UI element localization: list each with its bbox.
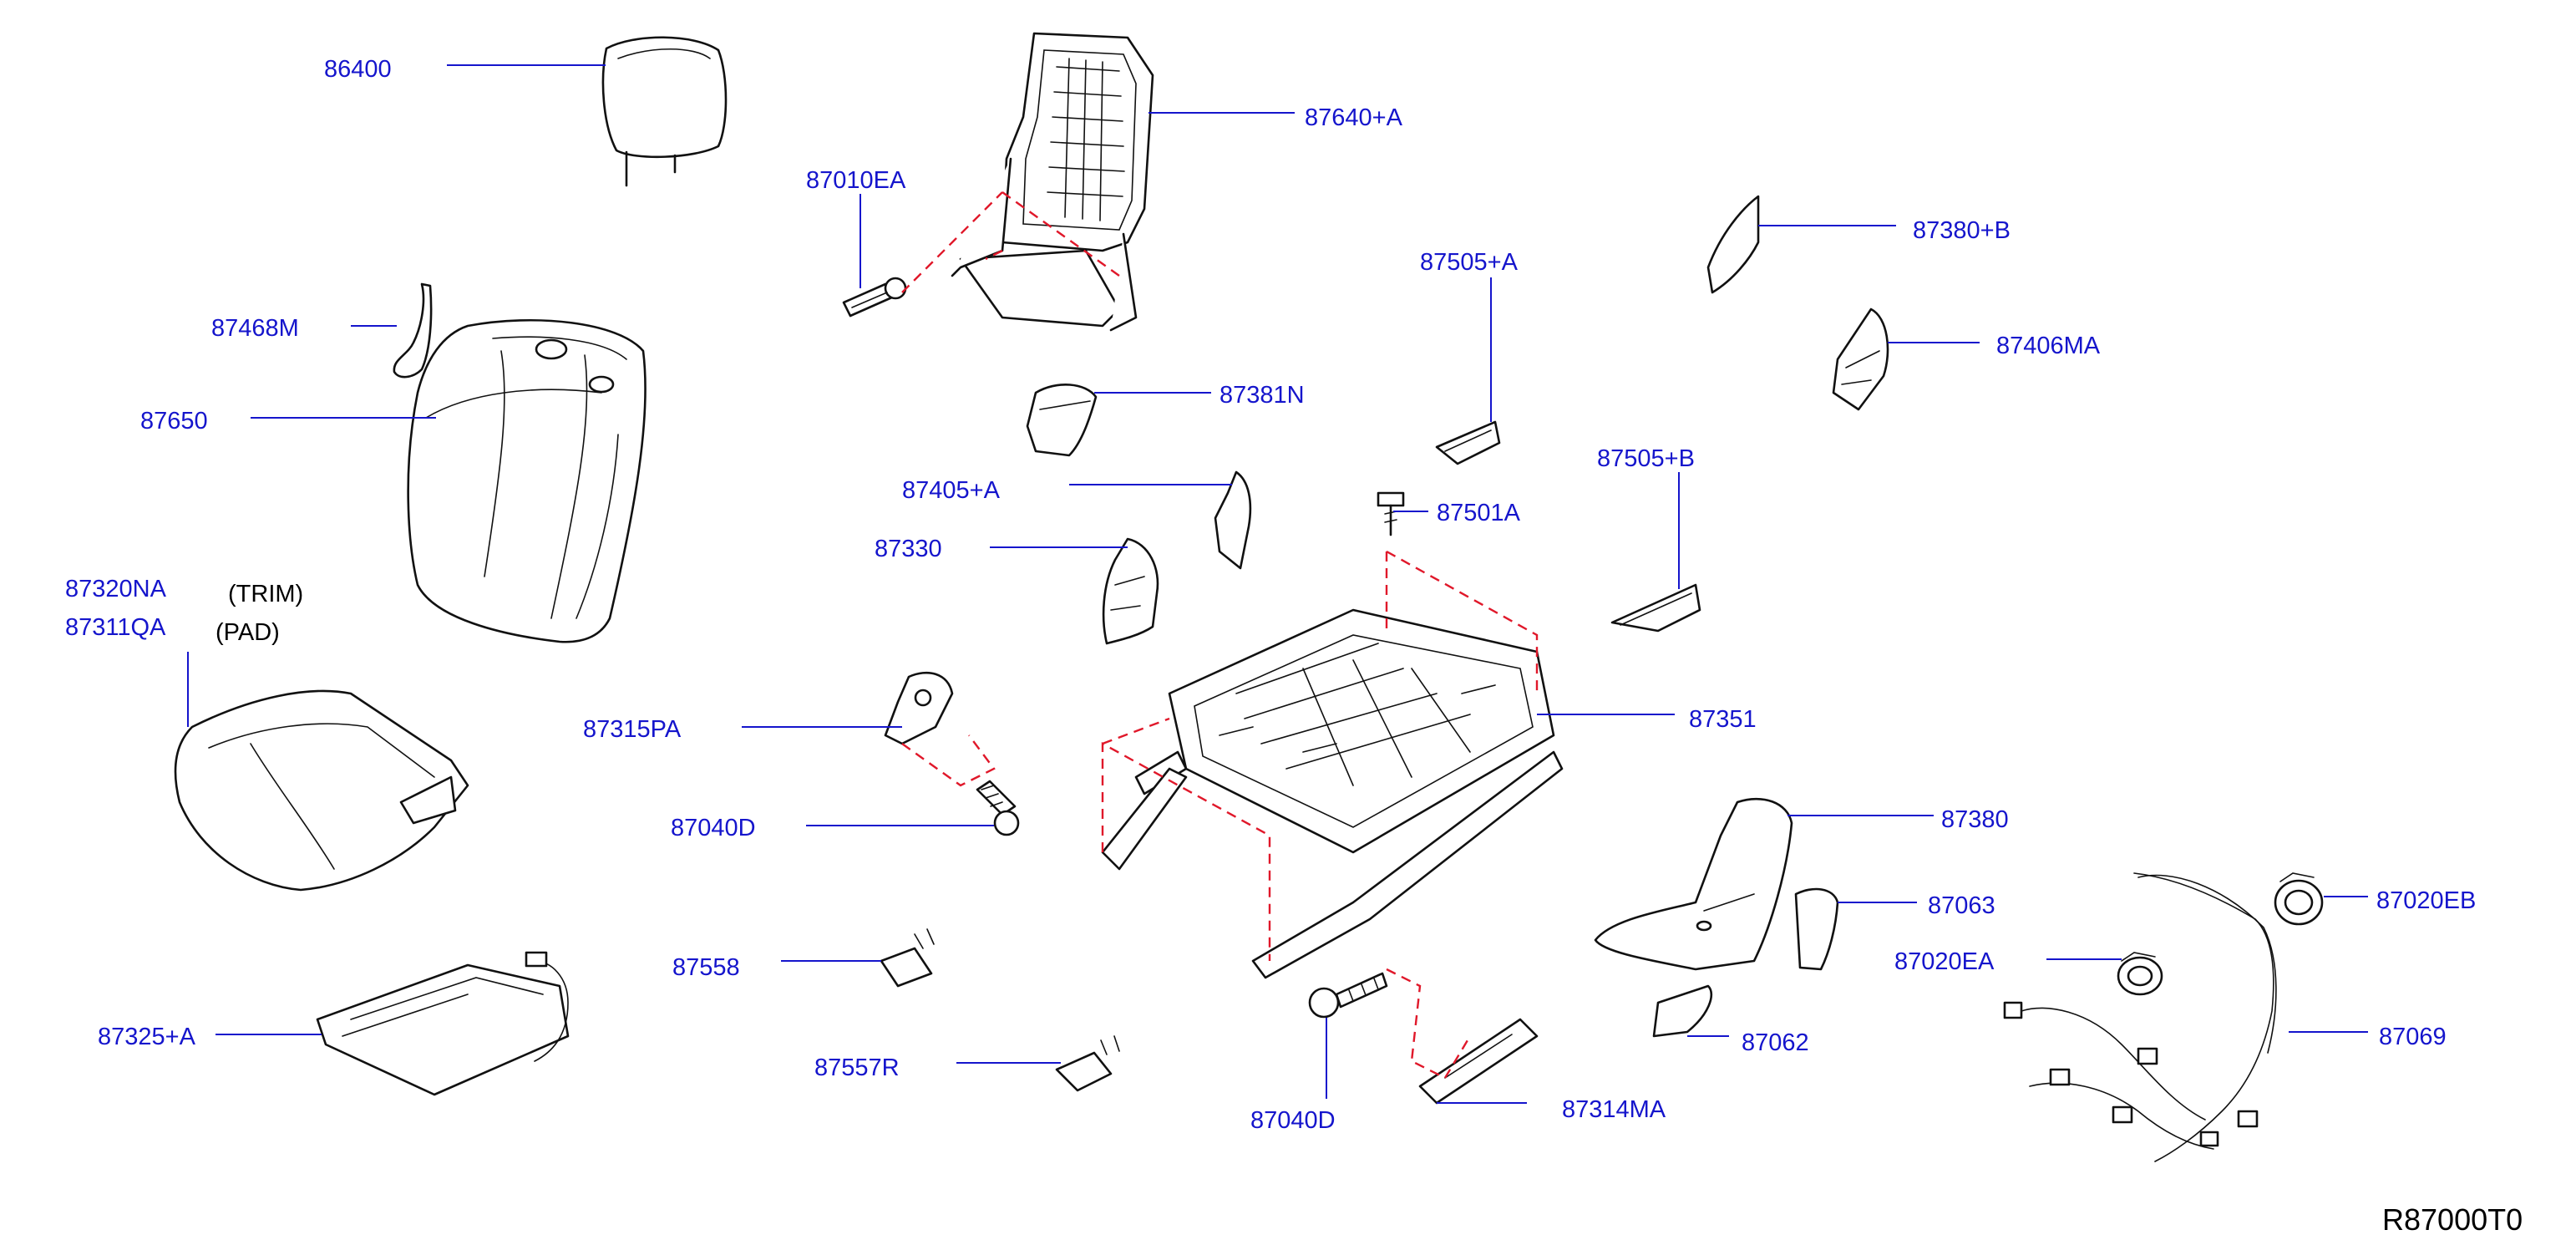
bracket-87315pa-part <box>884 671 954 745</box>
part-label-87315pa[interactable]: 87315PA <box>583 716 682 743</box>
part-label-87380b[interactable]: 87380+B <box>1913 217 2011 244</box>
part-label-87406ma[interactable]: 87406MA <box>1996 333 2101 359</box>
part-label-87320na[interactable]: 87320NA <box>65 576 167 602</box>
knob-87062-part <box>1652 984 1713 1038</box>
clip-87557r-part <box>1055 1035 1120 1092</box>
part-label-87650[interactable]: 87650 <box>140 408 208 435</box>
clip-87020ea-part <box>2117 952 2163 996</box>
part-label-87314ma[interactable]: 87314MA <box>1562 1096 1666 1123</box>
clip-87020eb-part <box>2274 872 2324 926</box>
bolt-87010ea-part <box>842 277 907 318</box>
seat-frame-part <box>1101 608 1564 979</box>
part-label-87311qa[interactable]: 87311QA <box>65 614 166 641</box>
part-label-87020eb[interactable]: 87020EB <box>2376 887 2476 914</box>
part-label-87325a[interactable]: 87325+A <box>98 1024 196 1050</box>
cover-87380-part <box>1594 797 1793 971</box>
seatback-trim-part <box>407 318 647 643</box>
screw-87040d-upper-part <box>976 780 1020 836</box>
part-label-87063[interactable]: 87063 <box>1928 892 1995 919</box>
part-label-87040d-upper[interactable]: 87040D <box>671 815 756 841</box>
part-label-87501a[interactable]: 87501A <box>1437 500 1521 526</box>
part-label-87640a[interactable]: 87640+A <box>1305 104 1403 131</box>
headrest-part <box>601 36 728 187</box>
bolt-87501a-part <box>1377 491 1405 536</box>
part-label-87557r[interactable]: 87557R <box>814 1055 900 1081</box>
part-label-87330[interactable]: 87330 <box>875 536 942 562</box>
bracket-87406ma-part <box>1832 307 1889 411</box>
lever-87468m-part <box>393 282 433 379</box>
clip-87558-part <box>880 928 935 988</box>
part-label-87069[interactable]: 87069 <box>2379 1024 2447 1050</box>
bracket-87314ma-part <box>1418 1018 1539 1105</box>
assembly-dashed-lines <box>901 191 1539 1080</box>
part-label-87020ea[interactable]: 87020EA <box>1894 948 1995 975</box>
screw-87040d-lower-part <box>1308 972 1388 1019</box>
pad-note: (PAD) <box>216 619 280 646</box>
side-cover-87330-part <box>1102 537 1159 645</box>
trim-note: (TRIM) <box>228 581 303 607</box>
leader-lines <box>187 64 2368 1104</box>
part-label-87381n[interactable]: 87381N <box>1220 382 1305 409</box>
part-label-87468m[interactable]: 87468M <box>211 315 299 342</box>
part-label-87380[interactable]: 87380 <box>1941 806 2009 833</box>
part-label-87405a[interactable]: 87405+A <box>902 477 1001 504</box>
part-label-87040d-lower[interactable]: 87040D <box>1250 1107 1336 1134</box>
bracket-87505b-part <box>1610 583 1701 633</box>
part-label-87505a[interactable]: 87505+A <box>1420 249 1519 276</box>
bracket-87405a-part <box>1214 470 1252 570</box>
seat-cushion-part <box>174 689 469 892</box>
diagram-reference-code: R87000T0 <box>2382 1202 2523 1237</box>
cover-87381n-part <box>1026 384 1098 457</box>
bracket-87505a-part <box>1435 420 1501 465</box>
part-label-87062[interactable]: 87062 <box>1742 1029 1809 1056</box>
harness-87069-part <box>2003 872 2277 1162</box>
part-label-87558[interactable]: 87558 <box>672 954 740 981</box>
part-label-87505b[interactable]: 87505+B <box>1597 445 1695 472</box>
part-label-86400[interactable]: 86400 <box>324 56 392 83</box>
part-label-87351[interactable]: 87351 <box>1689 706 1757 733</box>
part-label-87010ea[interactable]: 87010EA <box>806 167 906 194</box>
cover-87063-part <box>1794 887 1839 971</box>
cover-87380b-part <box>1706 195 1760 294</box>
mat-87325a-part <box>316 951 570 1096</box>
seatback-frame-part <box>951 32 1154 332</box>
